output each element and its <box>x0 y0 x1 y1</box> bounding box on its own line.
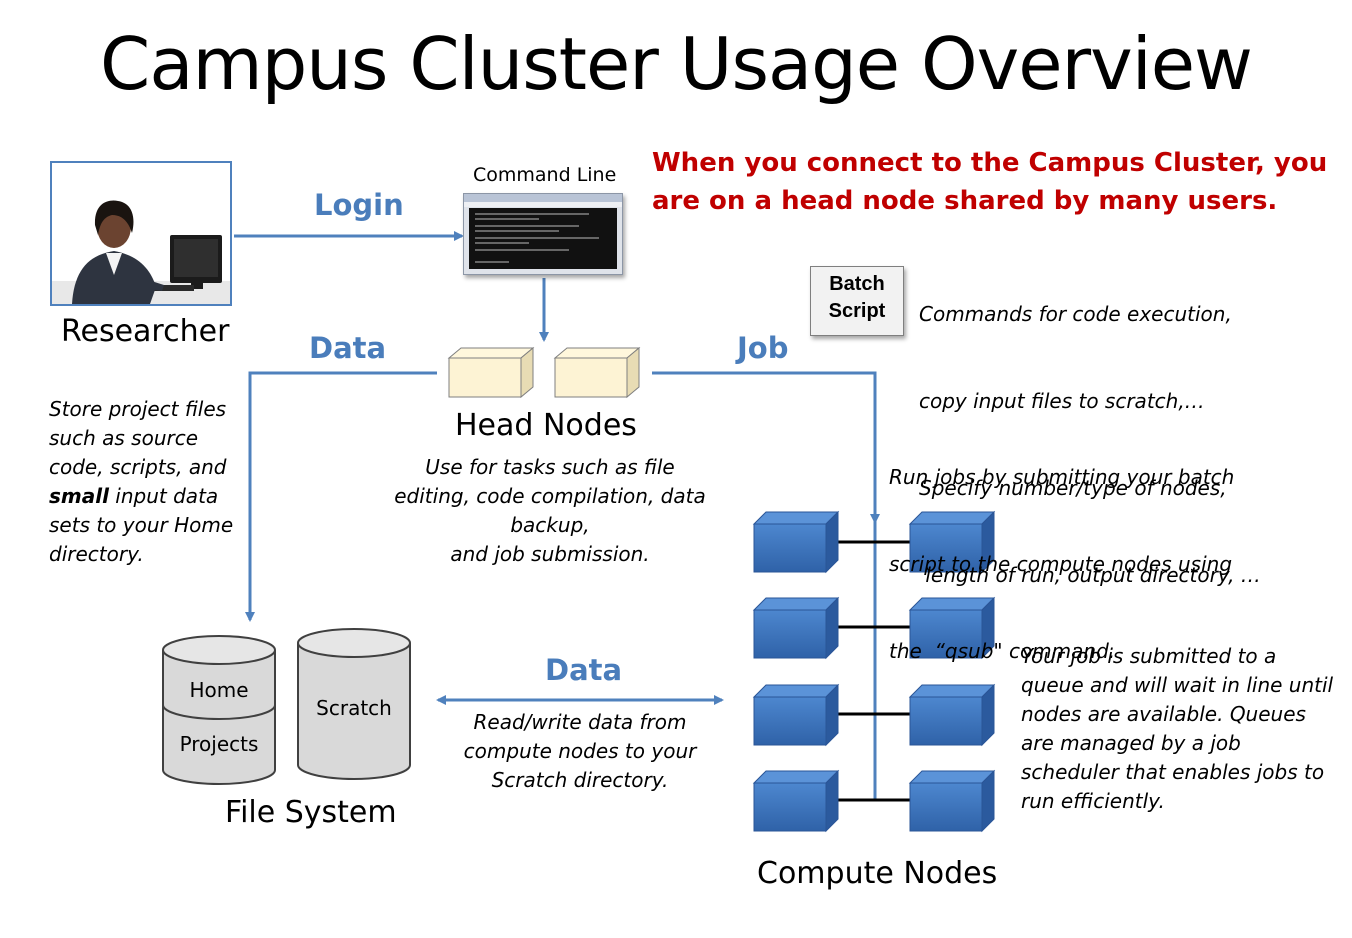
compute-node <box>752 769 840 833</box>
home-directory-notes: Store project files such as source code,… <box>49 395 233 569</box>
note-line: such as source <box>49 426 199 450</box>
job-arrow-to-compute <box>652 371 880 524</box>
compute-nodes-label: Compute Nodes <box>757 856 998 891</box>
note-line: Specify number/type of nodes, <box>919 476 1227 500</box>
note-line: the “qsub" command. <box>889 639 1116 663</box>
note-line: script to the compute nodes using <box>889 552 1233 576</box>
person-at-computer-icon <box>52 163 230 304</box>
note-line: run efficiently. <box>1021 789 1165 813</box>
batch-script-line-2: Script <box>828 300 886 322</box>
compute-node <box>752 683 840 747</box>
data-arrow-to-filesystem <box>245 371 437 622</box>
note-line: nodes are available. Queues <box>1021 702 1306 726</box>
note-line: queue and will wait in line until <box>1021 673 1334 697</box>
head-node-2 <box>553 346 641 399</box>
note-line: Run jobs by submitting your batch <box>889 465 1235 489</box>
note-line: length of run, output directory, … <box>919 563 1261 587</box>
head-nodes-label: Head Nodes <box>455 408 637 443</box>
terminal-menubar <box>464 202 622 207</box>
note-line: small input data <box>49 484 219 508</box>
researcher-photo <box>50 161 232 306</box>
command-line-window <box>463 193 623 275</box>
compute-row-4 <box>752 769 996 833</box>
compute-node <box>908 769 996 833</box>
scratch-label: Scratch <box>316 696 392 720</box>
note-line: Read/write data from <box>473 710 687 734</box>
projects-label: Projects <box>179 732 259 756</box>
note-line: Scratch directory. <box>491 768 669 792</box>
terminal-titlebar <box>464 194 622 202</box>
job-submission-notes: Run jobs by submitting your batch script… <box>889 405 1234 724</box>
compute-node <box>752 596 840 660</box>
note-line: code, scripts, and <box>49 455 227 479</box>
scratch-cylinder <box>297 628 411 780</box>
researcher-label: Researcher <box>61 314 230 349</box>
data-label-bottom: Data <box>545 653 623 687</box>
note-line: Use for tasks such as file <box>425 455 675 479</box>
data-label-top: Data <box>309 331 387 365</box>
compute-row-2 <box>752 596 996 660</box>
login-label: Login <box>314 188 404 222</box>
command-line-label: Command Line <box>473 164 617 186</box>
note-line: Commands for code execution, <box>919 302 1232 326</box>
page-title: Campus Cluster Usage Overview <box>100 22 1253 106</box>
emphasis-small: small <box>49 484 109 508</box>
queue-notes: Your job is submitted to a queue and wil… <box>1021 642 1333 816</box>
compute-node <box>908 596 996 660</box>
compute-row-1 <box>752 510 996 574</box>
note-line: directory. <box>49 542 144 566</box>
head-node-callout: When you connect to the Campus Cluster, … <box>652 148 1328 216</box>
note-line: editing, code compilation, data <box>394 484 706 508</box>
batch-script-note: Batch Script <box>810 266 904 336</box>
note-line: scheduler that enables jobs to <box>1021 760 1325 784</box>
compute-node <box>752 510 840 574</box>
terminal-screen <box>469 208 617 269</box>
note-line: backup, <box>510 513 590 537</box>
note-line: Your job is submitted to a <box>1021 644 1277 668</box>
note-line: copy input files to scratch,… <box>919 389 1205 413</box>
note-line: Store project files <box>49 397 227 421</box>
home-label: Home <box>189 678 249 702</box>
read-write-notes: Read/write data from compute nodes to yo… <box>440 708 720 795</box>
note-line: compute nodes to your <box>463 739 697 763</box>
batch-script-line-1: Batch <box>829 273 885 295</box>
job-label: Job <box>737 331 789 365</box>
note-line: sets to your Home <box>49 513 234 537</box>
head-node-1 <box>447 346 535 399</box>
compute-node <box>908 510 996 574</box>
batch-commands-notes: Commands for code execution, copy input … <box>919 242 1261 648</box>
home-projects-cylinder <box>162 635 276 785</box>
note-line: and job submission. <box>450 542 650 566</box>
compute-row-3 <box>752 683 996 747</box>
note-line: are managed by a job <box>1021 731 1241 755</box>
compute-node <box>908 683 996 747</box>
file-system-label: File System <box>225 795 397 830</box>
head-node-notes: Use for tasks such as file editing, code… <box>384 453 716 569</box>
terminal-text-icon <box>475 213 599 263</box>
